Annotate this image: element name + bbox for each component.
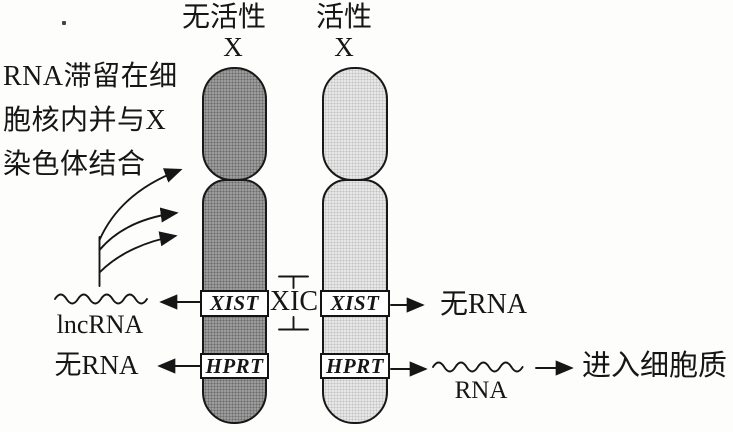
xic-label: XIC <box>269 286 319 317</box>
active-x-letter: X <box>334 32 354 62</box>
rna-wavy-icon <box>432 361 524 373</box>
rna-label: RNA <box>454 377 508 404</box>
inactive-x-letter: X <box>223 32 243 62</box>
curved-arrow-bottom-icon <box>99 231 178 273</box>
inactive-hprt-gene-box: HPRT <box>200 353 269 379</box>
inactive-x-p-arm <box>202 67 267 181</box>
annotation-line-3: 染色体结合 <box>3 149 146 180</box>
no-rna-left-label: 无RNA <box>54 350 139 380</box>
active-xist-gene-box: XIST <box>320 290 390 317</box>
inactive-x-title: 无活性 <box>181 2 266 33</box>
curved-arrow-middle-icon <box>98 207 179 251</box>
active-hprt-gene-box: HPRT <box>320 353 390 379</box>
annotation-line-1: RNA滞留在细 <box>3 61 178 92</box>
lncrna-wavy-icon <box>54 293 148 305</box>
no-rna-right-label: 无RNA <box>440 289 528 320</box>
curved-arrow-top-icon <box>98 168 183 241</box>
active-x-p-arm <box>322 67 388 181</box>
annotation-line-2: 胞核内并与X <box>3 105 167 136</box>
stray-dot <box>62 21 66 25</box>
inactive-xist-gene-box: XIST <box>200 290 269 317</box>
xic-bottom-tick-icon <box>278 316 309 331</box>
lncrna-label: lncRNA <box>56 310 144 339</box>
xic-top-tick-icon <box>278 275 309 289</box>
rna-retention-annotation: RNA滞留在细 胞核内并与X 染色体结合 <box>3 55 178 187</box>
enter-cytoplasm-label: 进入细胞质 <box>582 350 728 382</box>
active-x-title: 活性 <box>315 2 372 33</box>
